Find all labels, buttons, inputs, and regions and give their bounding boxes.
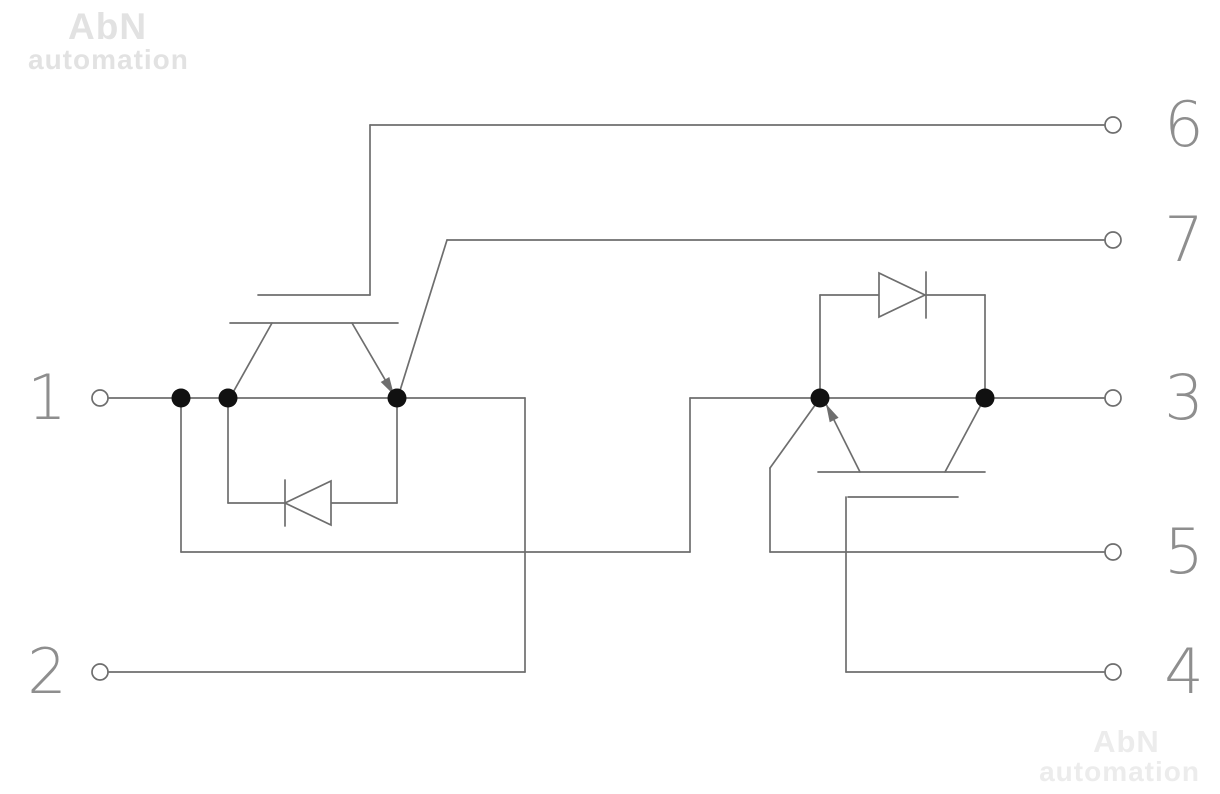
igbt-right-collector-lead: [944, 400, 984, 473]
junction-dots: [171, 388, 995, 408]
watermark-brand-text: AbN: [68, 6, 148, 47]
junction-dot: [387, 388, 407, 408]
terminal-label-7: 7: [1164, 203, 1204, 276]
terminal-circles: [91, 116, 1122, 681]
wire-network: [108, 124, 1105, 673]
igbt-left-collector-lead: [230, 322, 273, 397]
igbt-right-emitter-arrow: [826, 404, 839, 423]
wire-aux-emitter-left-slant: [397, 239, 448, 398]
terminal-circle-7: [1104, 231, 1122, 249]
terminal-circle-1: [91, 389, 109, 407]
igbt-right-symbol: [817, 400, 986, 498]
watermark-word-text: automation: [28, 44, 189, 75]
terminal-label-6: 6: [1164, 88, 1204, 161]
junction-dot: [218, 388, 238, 408]
watermark-bottom-right: AbN automation: [1039, 726, 1200, 786]
terminal-label-3: 3: [1164, 361, 1204, 434]
terminal-circle-2: [91, 663, 109, 681]
terminal-label-1: 1: [27, 361, 67, 434]
terminal-circle-5: [1104, 543, 1122, 561]
terminal-label-4: 4: [1164, 635, 1204, 708]
junction-dot: [810, 388, 830, 408]
igbt-left-symbol: [229, 294, 399, 397]
junction-dot: [171, 388, 191, 408]
terminal-label-5: 5: [1164, 515, 1204, 588]
watermark-top-left: AbN automation: [28, 8, 189, 74]
diode-left-triangle: [283, 479, 332, 527]
junction-dot: [975, 388, 995, 408]
terminal-circle-3: [1104, 389, 1122, 407]
watermark-word-text: automation: [1039, 756, 1200, 787]
wire-aux-emitter-right-slant: [769, 400, 819, 469]
igbt-left-emitter-arrow: [380, 377, 394, 395]
watermark-brand-text: AbN: [1093, 724, 1160, 759]
terminal-label-2: 2: [27, 635, 67, 708]
diode-right-triangle: [878, 271, 927, 319]
diode-right-symbol: [878, 271, 927, 319]
terminal-circle-6: [1104, 116, 1122, 134]
terminal-circle-4: [1104, 663, 1122, 681]
diode-left-symbol: [283, 479, 332, 527]
